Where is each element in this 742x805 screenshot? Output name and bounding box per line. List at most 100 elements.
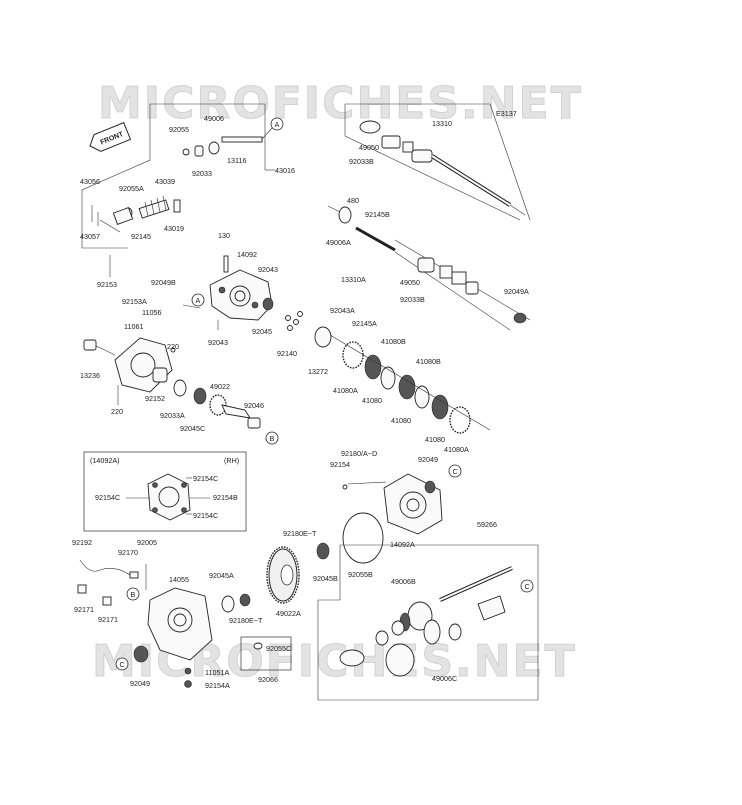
label-59266: 59266 (477, 520, 497, 529)
spring-43039 (138, 195, 170, 219)
label-41080: 41080 (362, 396, 382, 405)
label-41080B-2: 41080B (416, 357, 441, 366)
label-92055C: 92055C (266, 644, 291, 653)
label-92045B: 92045B (313, 574, 338, 583)
label-92154C-b: 92154C (95, 493, 120, 502)
callout-a-mid (191, 293, 205, 307)
label-41080A: 41080A (333, 386, 358, 395)
label-92154A: 92154A (205, 681, 230, 690)
label-14092A: 14092A (390, 540, 415, 549)
label-92180AD: 92180/A~D (341, 449, 377, 458)
label-92049A: 92049A (504, 287, 529, 296)
label-41080B: 41080B (381, 337, 406, 346)
front-arrow-icon: FRONT (89, 122, 132, 152)
label-92154C-c: 92154C (193, 511, 218, 520)
inset-rh-box (83, 451, 247, 532)
part-11051A (184, 667, 192, 675)
label-49022A: 49022A (276, 609, 301, 618)
label-92180ET: 92180E~T (283, 529, 317, 538)
part-13272 (314, 326, 332, 348)
label-92154B: 92154B (213, 493, 238, 502)
label-92055B: 92055B (348, 570, 373, 579)
yoke-lower (417, 257, 479, 295)
callout-c-mid-label: C (453, 467, 458, 476)
label-49050: 49050 (359, 143, 379, 152)
label-43039: 43039 (155, 177, 175, 186)
callout-b-bottom (126, 587, 140, 601)
label-92049: 92049 (418, 455, 438, 464)
callout-c-bottom (115, 657, 129, 671)
inset-rh-title: (14092A) (90, 456, 120, 465)
inset-rh-side: (RH) (224, 456, 239, 465)
label-92045A: 92045A (209, 571, 234, 580)
label-49006: 49006 (204, 114, 224, 123)
label-13116: 13116 (227, 156, 246, 165)
label-13236: 13236 (80, 371, 100, 380)
label-92043-b: 92043 (208, 338, 228, 347)
label-92171: 92171 (74, 605, 94, 614)
part-labels: 92055 49006 13116 92033 43016 43056 9205… (72, 114, 529, 690)
label-92145A: 92145A (352, 319, 377, 328)
label-92153: 92153 (97, 280, 117, 289)
label-92140: 92140 (277, 349, 297, 358)
label-13272: 13272 (308, 367, 328, 376)
kit-box-92066 (240, 636, 292, 671)
part-92045 (262, 297, 274, 311)
label-92043A: 92043A (330, 306, 355, 315)
label-92171-b: 92171 (98, 615, 118, 624)
label-92033B: 92033B (349, 157, 374, 166)
diagram-code: E3137 (496, 109, 517, 118)
callout-a-mid-label: A (196, 296, 201, 305)
label-92145B: 92145B (365, 210, 390, 219)
callout-b-top (265, 431, 279, 445)
callout-a-top-label: A (275, 120, 280, 129)
label-49050-b: 49050 (400, 278, 420, 287)
part-92045B (316, 542, 330, 560)
label-92049B: 92049B (151, 278, 176, 287)
label-480: 480 (347, 196, 359, 205)
label-14055: 14055 (169, 575, 189, 584)
label-43016: 43016 (275, 166, 295, 175)
callout-b-bottom-label: B (131, 590, 136, 599)
label-13310A: 13310A (341, 275, 366, 284)
label-92033: 92033 (192, 169, 212, 178)
label-92154C: 92154C (193, 474, 218, 483)
watermark-top: MICROFICHES.NET (98, 78, 583, 129)
label-220: 220 (167, 342, 179, 351)
label-92043: 92043 (258, 265, 278, 274)
ringgear-49022A (266, 546, 300, 604)
label-92152: 92152 (145, 394, 165, 403)
axle-59266 (339, 566, 513, 677)
label-92145: 92145 (131, 232, 151, 241)
yoke-upper (359, 120, 433, 163)
label-92005: 92005 (137, 538, 157, 547)
inset-housing (147, 473, 191, 521)
label-11056: 11056 (142, 308, 161, 317)
label-130: 130 (218, 231, 230, 240)
label-49006A: 49006A (326, 238, 351, 247)
part-49006A (338, 206, 352, 224)
label-92046: 92046 (244, 401, 264, 410)
label-49022: 49022 (210, 382, 230, 391)
label-11061: 11061 (124, 322, 143, 331)
label-92153A: 92153A (122, 297, 147, 306)
label-41080-c: 41080 (425, 435, 445, 444)
callout-c-right (520, 579, 534, 593)
label-14092: 14092 (237, 250, 257, 259)
label-43019: 43019 (164, 224, 184, 233)
label-92055A: 92055A (119, 184, 144, 193)
label-11051A: 11051A (205, 668, 229, 677)
callout-b-top-label: B (270, 434, 275, 443)
housing-14092 (209, 255, 273, 321)
part-92154A (184, 680, 192, 688)
callout-c-bottom-label: C (120, 660, 125, 669)
plate-41080A-2 (449, 406, 471, 434)
label-13310: 13310 (432, 119, 452, 128)
label-43057: 43057 (80, 232, 100, 241)
label-92033B-b: 92033B (400, 295, 425, 304)
label-49006B: 49006B (391, 577, 416, 586)
part-92049-bottom (133, 645, 149, 663)
callout-a-top (270, 117, 284, 131)
label-92066: 92066 (258, 675, 278, 684)
